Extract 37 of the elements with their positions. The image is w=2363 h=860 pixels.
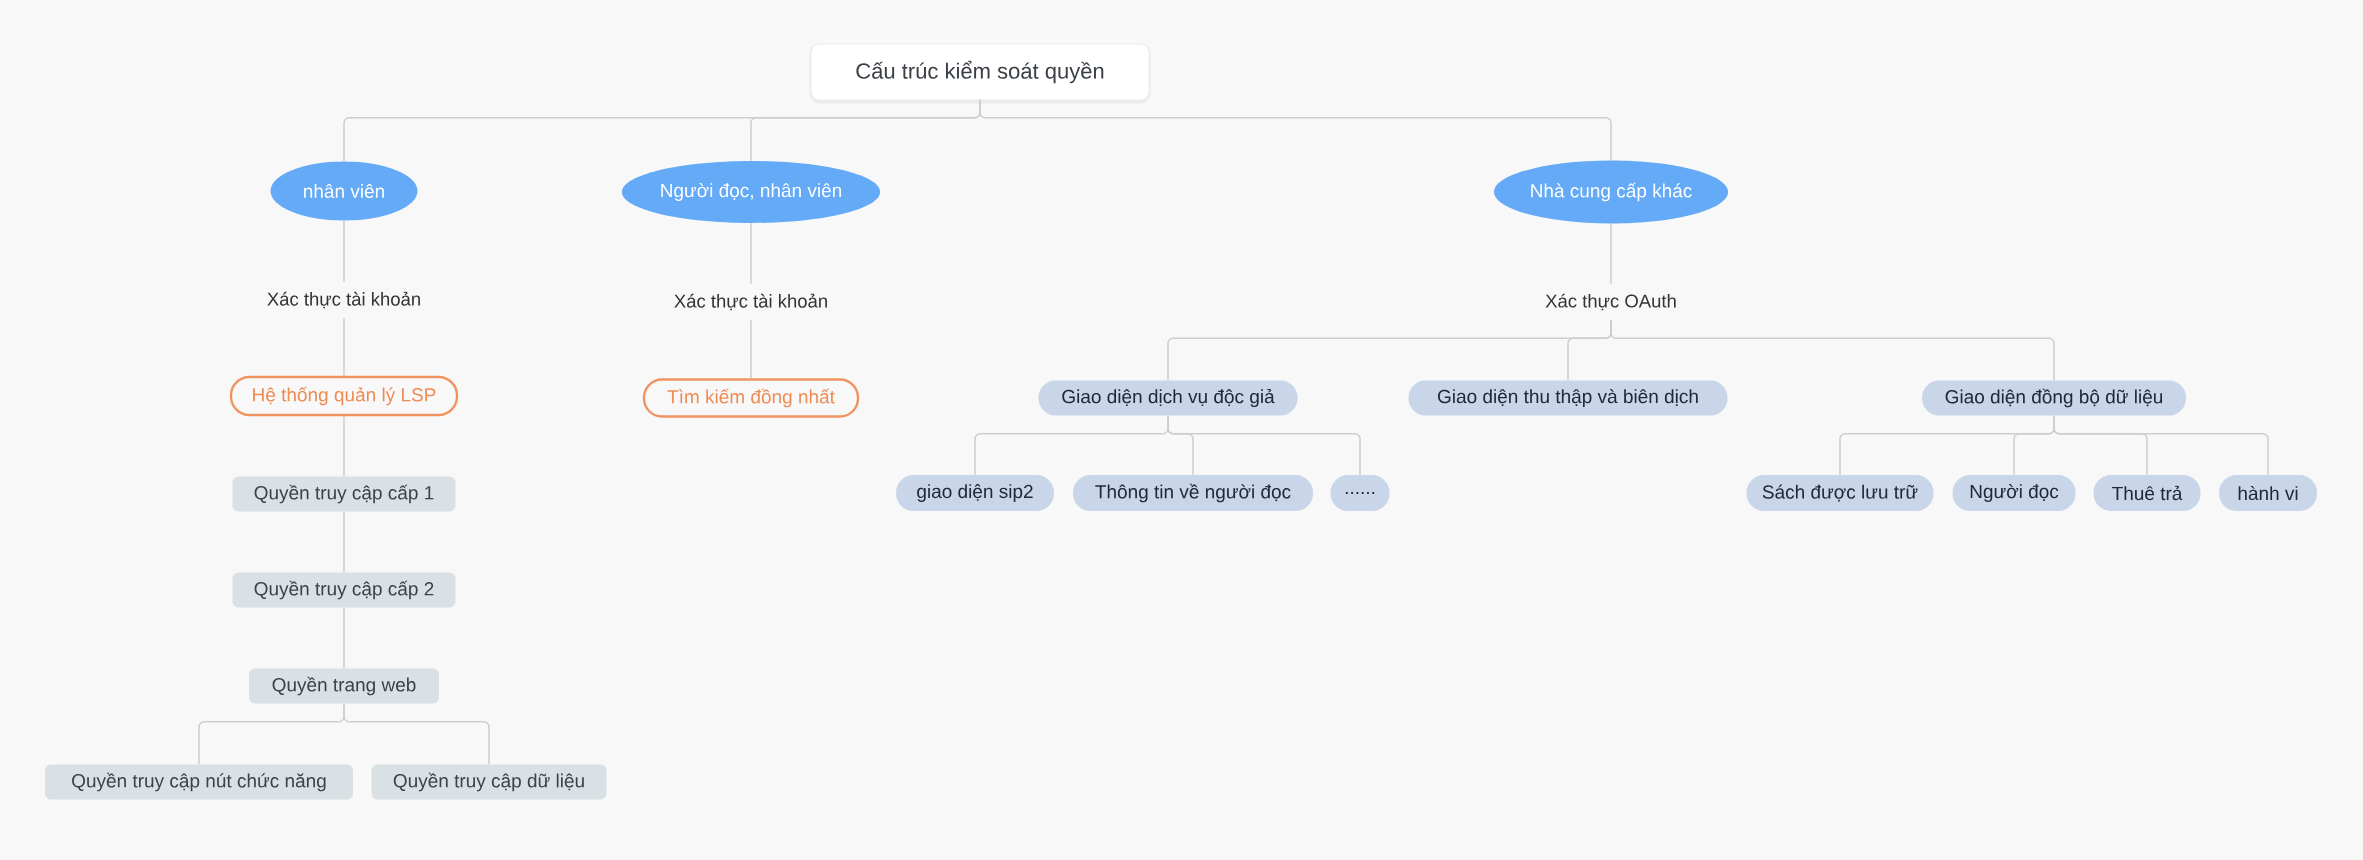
connector-line bbox=[750, 319, 752, 380]
connector-line bbox=[343, 510, 345, 574]
connector-line bbox=[343, 606, 345, 670]
rounded-box: Quyền truy cập dữ liệu bbox=[371, 764, 607, 800]
ellipse-node: nhân viên bbox=[270, 161, 418, 221]
connector-line bbox=[1610, 222, 1612, 285]
connector-line bbox=[343, 317, 345, 377]
ellipse-node: Nhà cung cấp khác bbox=[1494, 160, 1728, 224]
pill-box: Giao diện đồng bộ dữ liệu bbox=[1922, 380, 2186, 416]
ellipse-node: Người đọc, nhân viên bbox=[621, 161, 881, 223]
pill-box: Thuê trả bbox=[2093, 475, 2201, 511]
rounded-box: Quyền truy cập nút chức năng bbox=[45, 764, 353, 800]
connector-line bbox=[343, 415, 345, 478]
rounded-box: Quyền truy cập cấp 1 bbox=[232, 476, 456, 512]
topic-box: Cấu trúc kiểm soát quyền bbox=[809, 43, 1151, 104]
pill-box: Thông tin về người đọc bbox=[1073, 475, 1313, 511]
pill-box: giao diện sip2 bbox=[896, 475, 1054, 511]
rounded-box: Quyền trang web bbox=[249, 668, 439, 704]
pill-box: Giao diện dịch vụ độc giả bbox=[1038, 380, 1298, 416]
pill-box: hành vi bbox=[2219, 475, 2318, 511]
outlined-pill: Hệ thống quản lý LSP bbox=[229, 375, 459, 417]
pill-box: Sách được lưu trữ bbox=[1746, 475, 1934, 511]
connector-line bbox=[343, 219, 345, 283]
pill-box: ...... bbox=[1330, 475, 1390, 511]
outlined-pill: Tìm kiếm đồng nhất bbox=[642, 378, 860, 418]
connector-line bbox=[1610, 319, 2055, 382]
connector-line bbox=[979, 98, 1612, 162]
text-label: Xác thực tài khoản bbox=[674, 293, 827, 311]
text-label: Xác thực OAuth bbox=[1545, 293, 1676, 311]
pill-box: Người đọc bbox=[1952, 475, 2076, 511]
rounded-box: Quyền truy cập cấp 2 bbox=[232, 572, 456, 608]
connector-line bbox=[2053, 414, 2269, 476]
pill-box: Giao diện thu thập và biên dịch bbox=[1408, 380, 1728, 416]
text-label: Xác thực tài khoản bbox=[267, 291, 420, 309]
connector-line bbox=[750, 222, 752, 285]
connector-line bbox=[1167, 414, 1361, 476]
connector-line bbox=[343, 702, 490, 766]
